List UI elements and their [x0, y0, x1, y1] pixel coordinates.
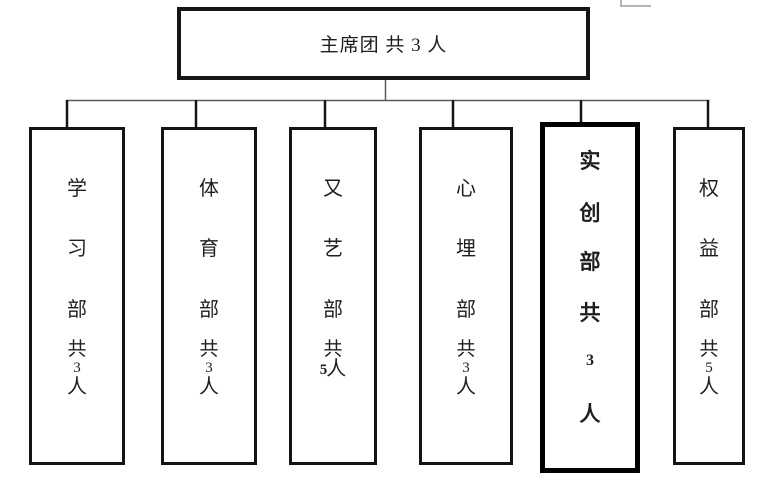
dept-char: 心 — [456, 178, 476, 200]
dept-char: 实 — [579, 149, 601, 173]
dept-char: 益 — [699, 238, 719, 260]
dept-char: 部 — [67, 299, 87, 321]
count-prefix: 共 — [323, 339, 343, 360]
count-line: 3 人 — [67, 360, 87, 398]
count-value: 3 — [462, 360, 470, 376]
count-unit: 人 — [579, 402, 601, 426]
dept-char: 体 — [199, 178, 219, 200]
count-line: 3 人 — [580, 326, 601, 427]
count-prefix: 共 — [699, 339, 719, 360]
dept-box-arts: 又 艺 部 共 5 人 — [289, 127, 377, 465]
dept-char: 部 — [699, 299, 719, 321]
count-prefix: 共 — [456, 339, 476, 360]
dept-char: 习 — [67, 238, 87, 260]
dept-box-study: 学 习 部 共 3 人 — [29, 127, 125, 465]
count-line: 3 人 — [456, 360, 476, 398]
dept-char: 部 — [323, 299, 343, 321]
count-unit: 人 — [67, 376, 87, 398]
root-box-presidium: 主席团 共 3 人 — [177, 7, 590, 80]
dept-char: 部 — [199, 299, 219, 321]
root-box-label: 主席团 共 3 人 — [319, 35, 448, 56]
dept-char: 部 — [579, 250, 601, 274]
dept-char: 权 — [699, 178, 719, 200]
dept-box-sports: 体 育 部 共 3 人 — [161, 127, 257, 465]
count-line: 5 人 — [699, 360, 719, 398]
count-unit: 人 — [199, 376, 219, 398]
count-line: 3 人 — [199, 360, 219, 398]
dept-char: 艺 — [323, 238, 343, 260]
count-unit: 人 — [699, 376, 719, 398]
dept-box-rights: 权 益 部 共 5 人 — [673, 127, 745, 465]
dept-char: 埋 — [456, 238, 476, 260]
count-unit: 人 — [456, 376, 476, 398]
dept-char: 部 — [456, 299, 476, 321]
count-prefix: 共 — [67, 339, 87, 360]
dept-char: 学 — [67, 178, 87, 200]
dept-char: 育 — [199, 238, 219, 260]
count-prefix: 共 — [199, 339, 219, 360]
dept-box-innovation: 实 创 部 共 3 人 — [540, 122, 640, 473]
count-value: 5 — [319, 362, 328, 378]
count-line: 5 人 — [320, 358, 347, 380]
table-corner-artifact — [620, 0, 651, 7]
dept-box-psychology: 心 埋 部 共 3 人 — [419, 127, 513, 465]
count-value: 3 — [586, 352, 594, 369]
count-prefix: 共 — [579, 301, 601, 325]
count-value: 3 — [205, 360, 213, 376]
dept-char: 创 — [579, 201, 601, 225]
count-value: 5 — [705, 360, 713, 376]
count-unit: 人 — [326, 358, 347, 380]
count-value: 3 — [73, 360, 81, 376]
dept-char: 又 — [323, 178, 343, 200]
